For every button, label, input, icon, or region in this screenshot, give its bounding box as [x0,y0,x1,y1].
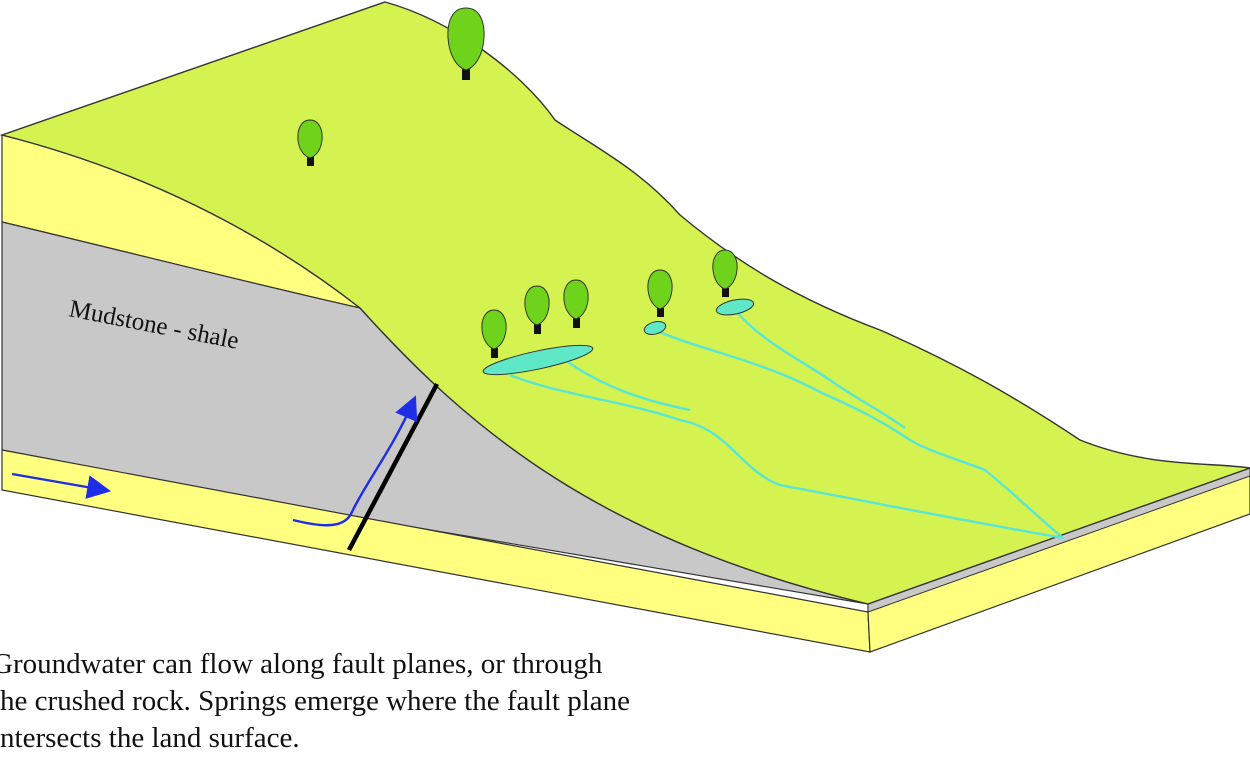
spring-pool [715,298,755,316]
stream-line [654,328,1064,539]
stream-lines [509,309,1064,540]
stream-line [734,309,906,429]
spring-pool [643,321,667,335]
stream-line [509,373,1064,540]
tree-icon [481,309,507,358]
tree-icon [647,269,673,317]
stream-line [564,359,691,412]
caption-line: intersects the land surface. [0,722,300,754]
tree-icon [563,279,589,328]
trees [297,7,738,358]
fault-flow-arrow-icon [292,395,418,527]
fault-plane [347,382,439,552]
tree-icon [712,249,738,297]
diagram-caption: Groundwater can flow along fault planes,… [0,646,1092,757]
aquifer-flow-arrow-icon [11,472,112,499]
tree-icon [447,7,485,80]
tree-icon [297,119,323,166]
spring-pool [482,344,594,376]
tree-icon [524,285,550,334]
caption-line: Groundwater can flow along fault planes,… [0,648,603,680]
caption-line: the crushed rock. Springs emerge where t… [0,685,631,717]
